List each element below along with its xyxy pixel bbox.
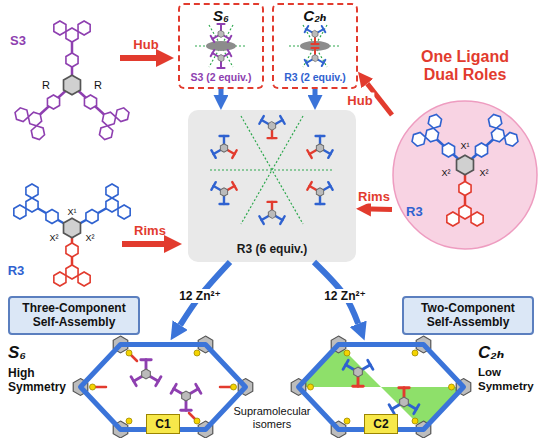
isomer-tag: C1 (146, 414, 180, 434)
label-slot: X² (480, 168, 489, 178)
figure-label: R (94, 79, 102, 91)
node-text: S3 (2 equiv.) (180, 71, 262, 83)
text-slot: Three-Component Self-Assembly (13, 301, 135, 330)
ligand-ellipse: One Ligand Dual RolesR3 (392, 100, 538, 250)
s3-ligand (12, 21, 131, 142)
isomer-tag: C2 (364, 414, 398, 434)
text-slot: High Symmetry (8, 366, 70, 395)
cage-assembly: C₂ₕLow SymmetryC2 (296, 340, 538, 434)
reaction-arrow (371, 207, 392, 212)
text-slot: S3 (2 equiv.) (180, 71, 262, 83)
figure-label: R3 (8, 263, 25, 278)
reaction-arrow (218, 89, 223, 95)
node-text: High Symmetry (8, 366, 70, 395)
cage-assembly: S₆ High SymmetryC1 (4, 340, 250, 434)
label-slot: R (94, 79, 102, 91)
node-text: C2 (366, 416, 396, 432)
node-text: Three-Component Self-Assembly (13, 301, 135, 330)
ellipse-outline (393, 101, 537, 249)
text-slot: Low Symmetry (478, 366, 536, 394)
label-slot: S3 (10, 33, 26, 48)
label-slot: X² (86, 233, 95, 243)
text-slot: S₆ (8, 344, 70, 363)
label-slot: R3 (8, 263, 25, 278)
node-text: S₆ (180, 7, 262, 24)
method-box: Two-Component Self-Assembly (402, 296, 534, 335)
arrow-label: 12 Zn²⁺ (177, 289, 223, 303)
figure-label: X² (480, 168, 489, 178)
hub-icons (206, 24, 330, 68)
ellipse-outline (392, 100, 538, 250)
figure-label: X¹ (461, 141, 470, 151)
node-text: C₂ₕ (478, 344, 536, 363)
figure-label: Supramolecular isomers (226, 405, 318, 431)
label-slot: X² (442, 168, 451, 178)
role-arrow (120, 58, 164, 244)
node-text: Two-Component Self-Assembly (407, 301, 529, 330)
figure-label: S3 (10, 33, 26, 48)
r3-ligand (409, 112, 520, 226)
text-slot: S₆ (180, 7, 262, 24)
r3-ligand (11, 182, 133, 286)
label-slot: X¹ (68, 207, 77, 217)
method-box: Three-Component Self-Assembly (8, 296, 140, 335)
label-slot: Supramolecular isomers (226, 405, 318, 431)
node-text: R3 (2 equiv.) (274, 71, 356, 83)
node-text: R3 (406, 204, 436, 219)
label-slot: X¹ (461, 141, 470, 151)
text-slot: Two-Component Self-Assembly (407, 301, 529, 330)
text-slot: R3 (6 equiv.) (188, 242, 356, 256)
arrow-label: Rims (356, 189, 392, 204)
symmetry-axes (195, 25, 341, 224)
arrow-label-slot: Rims (356, 189, 392, 204)
ligand-icons (209, 116, 335, 224)
text-slot: C2 (366, 416, 396, 432)
label-slot: Rims (134, 223, 166, 238)
node-text: C1 (148, 416, 178, 432)
figure-label: Rims (134, 223, 166, 238)
text-slot: One Ligand Dual Roles (410, 48, 520, 85)
node-text: S₆ (8, 344, 70, 363)
arrow-label: 12 Zn²⁺ (322, 289, 368, 303)
figure-label: X² (442, 168, 451, 178)
label-slot: R (42, 79, 50, 91)
reaction-arrow (313, 89, 318, 95)
text-slot: R3 (406, 204, 436, 219)
panel-fill (188, 110, 356, 262)
arrow-label-slot: 12 Zn²⁺ (322, 289, 368, 303)
figure-label: X² (86, 233, 95, 243)
ellipse-fill (393, 101, 537, 249)
text-slot: C₂ₕ (478, 344, 536, 363)
text-slot: R3 (2 equiv.) (274, 71, 356, 83)
mixture-panel: R3 (6 equiv.) (188, 110, 356, 262)
label-slot: Hub (133, 37, 158, 52)
cage-s6 (73, 336, 253, 438)
node-text: One Ligand Dual Roles (410, 48, 520, 85)
hub-box: S₆ S3 (2 equiv.) (178, 3, 264, 89)
arrow-label-slot: Hub (345, 93, 374, 108)
figure-label: X² (50, 233, 59, 243)
hub-box: C₂ₕ R3 (2 equiv.) (272, 3, 358, 89)
node-text: C₂ₕ (274, 7, 356, 24)
arrow-label-slot: 12 Zn²⁺ (177, 289, 223, 303)
text-slot: C1 (148, 416, 178, 432)
figure-label: X¹ (68, 207, 77, 217)
node-text: Low Symmetry (478, 366, 536, 394)
label-slot: X² (50, 233, 59, 243)
figure-label: Hub (133, 37, 158, 52)
text-slot: C₂ₕ (274, 7, 356, 24)
node-text: R3 (6 equiv.) (188, 242, 356, 256)
figure-label: R (42, 79, 50, 91)
arrow-label: Hub (345, 93, 374, 108)
cage-c2h (291, 336, 471, 438)
